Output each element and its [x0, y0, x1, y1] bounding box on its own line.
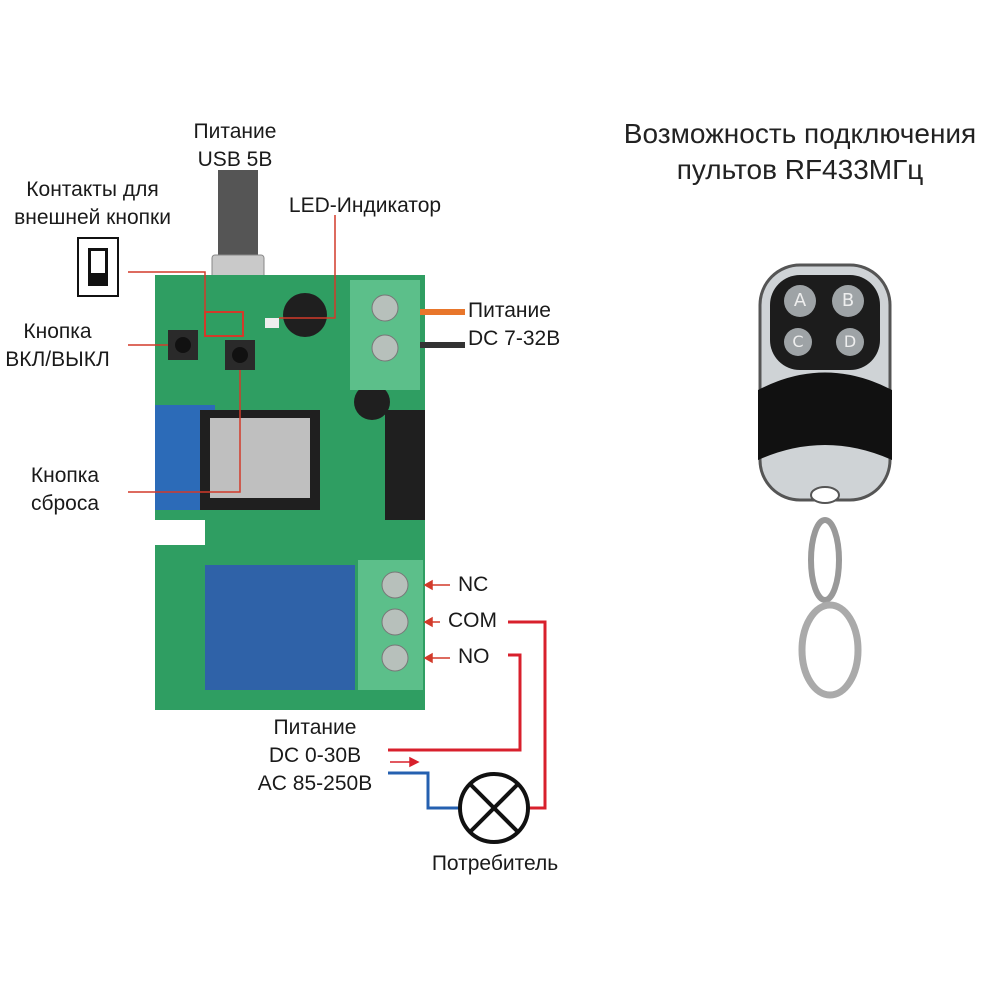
onoff-button-label-line1: Кнопка: [23, 320, 92, 343]
remote-button-c[interactable]: C: [784, 328, 812, 356]
wire-no-red: [388, 653, 522, 752]
consumer-label: Потребитель: [431, 852, 559, 875]
pointer-lines: [128, 215, 336, 493]
dc-power-label-line2: DC 7-32В: [468, 327, 561, 350]
remote-button-d[interactable]: D: [836, 328, 864, 356]
usb-power-label-line1: Питание: [193, 120, 277, 143]
ext-contacts-marker: [204, 311, 244, 337]
power-arrows: [390, 756, 420, 768]
reset-button-label-line1: Кнопка: [30, 464, 100, 487]
onoff-button-cap: [175, 337, 191, 353]
remote-title: Возможность подключения пультов RF433МГц: [600, 116, 1000, 188]
terminal-screw-1: [371, 294, 399, 322]
remote-control: [758, 263, 892, 699]
ext-button-label-line1: Контакты для: [26, 178, 159, 201]
capacitor: [283, 293, 327, 337]
dc-power-label: Питание DC 7-32В: [468, 297, 598, 353]
relay: [205, 565, 355, 690]
load-power-label-line3: AC 85-250В: [257, 772, 373, 795]
onoff-button-label: Кнопка ВКЛ/ВЫКЛ: [0, 318, 115, 374]
terminal-screw-2: [371, 334, 399, 362]
terminal-screw-com: [381, 608, 409, 636]
load-power-label-line2: DC 0-30В: [268, 744, 362, 767]
capacitor-2: [354, 384, 390, 420]
dc-power-label-line1: Питание: [468, 299, 551, 322]
nc-label: NC: [458, 573, 489, 596]
usb-power-label: Питание USB 5В: [170, 118, 300, 174]
load-power-label: Питание DC 0-30В AC 85-250В: [240, 714, 390, 798]
remote-title-line1: Возможность подключения: [623, 118, 977, 149]
no-label: NO: [458, 645, 490, 668]
load-power-label-line1: Питание: [273, 716, 357, 739]
ext-button-label: Контакты для внешней кнопки: [0, 176, 185, 232]
remote-button-a[interactable]: A: [784, 285, 816, 317]
ext-button-label-line2: внешней кнопки: [14, 206, 171, 229]
remote-title-line2: пультов RF433МГц: [676, 154, 924, 185]
lamp-symbol: [458, 772, 530, 844]
ext-button-icon-slot: [91, 251, 105, 273]
remote-button-b[interactable]: B: [832, 285, 864, 317]
wire-com-red: [508, 620, 547, 810]
onoff-button-label-line2: ВКЛ/ВЫКЛ: [5, 348, 110, 371]
usb-power-label-line2: USB 5В: [197, 148, 273, 171]
led: [265, 318, 279, 328]
reset-button-label: Кнопка сброса: [10, 462, 120, 518]
terminal-arrows: [423, 579, 450, 664]
terminal-screw-nc: [381, 571, 409, 599]
reset-button-label-line2: сброса: [30, 492, 100, 515]
wire-blue: [388, 771, 460, 810]
reset-button-cap: [232, 347, 248, 363]
com-label: COM: [448, 609, 497, 632]
terminal-screw-no: [381, 644, 409, 672]
led-label: LED-Индикатор: [288, 194, 442, 217]
wifi-module-shield: [210, 418, 310, 498]
usb-cable: [218, 170, 258, 260]
rf-coil: [385, 410, 425, 520]
